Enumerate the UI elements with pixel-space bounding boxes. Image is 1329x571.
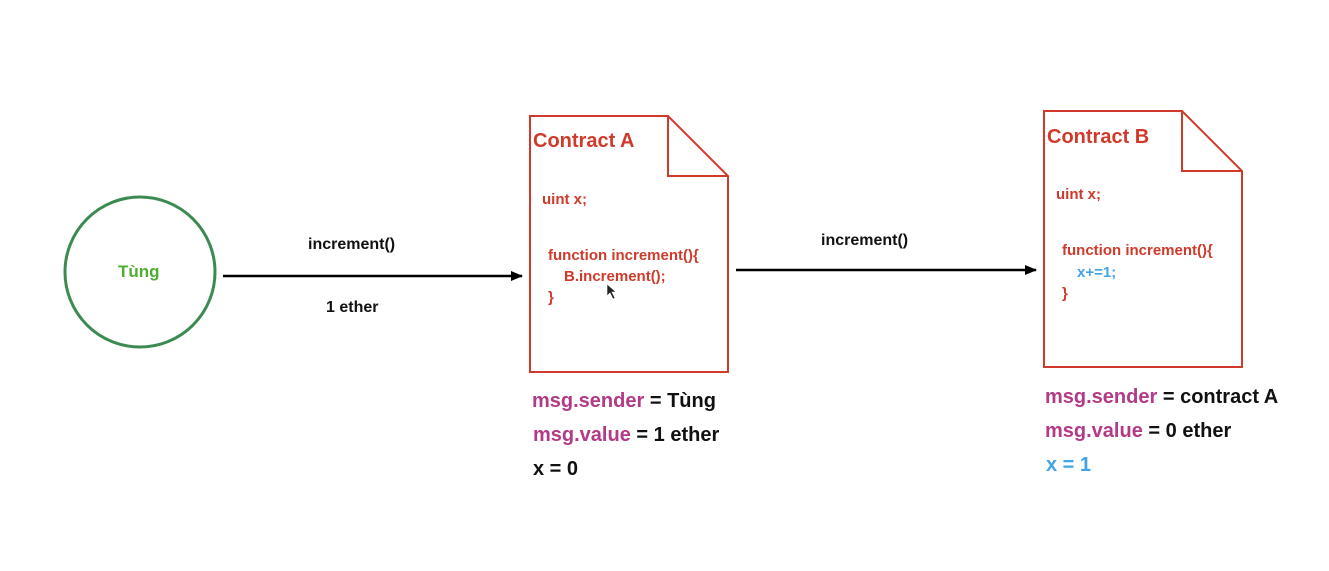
equals-sign: = bbox=[1162, 386, 1175, 408]
contract-b-title: Contract B bbox=[1047, 126, 1150, 148]
contract-b-state: x = 1 bbox=[1046, 454, 1092, 476]
contract-a-state: x = 0 bbox=[533, 458, 579, 480]
arrow-1-value-label: 1 ether bbox=[326, 299, 379, 316]
msg-value-value: 1 ether bbox=[653, 424, 720, 446]
contract-a-value-row: msg.value = 1 ether bbox=[533, 424, 719, 447]
msg-value-value: 0 ether bbox=[1165, 420, 1232, 442]
contract-b-document-icon[interactable] bbox=[1043, 110, 1243, 368]
contract-b-code-line-1: uint x; bbox=[1056, 186, 1101, 203]
actor-name: Tùng bbox=[118, 262, 160, 281]
arrow-1-function-label: increment() bbox=[308, 236, 396, 253]
mouse-cursor-icon bbox=[606, 283, 617, 300]
contract-a-code-line-1: uint x; bbox=[542, 191, 587, 208]
contract-b-code-line-2: function increment(){ bbox=[1062, 242, 1213, 259]
contract-a-document-icon[interactable] bbox=[529, 115, 729, 373]
msg-sender-key: msg.sender bbox=[532, 390, 645, 412]
msg-sender-value: contract A bbox=[1180, 386, 1279, 408]
arrow-2-function-label: increment() bbox=[821, 232, 909, 249]
contract-a-sender-row: msg.sender = Tùng bbox=[532, 390, 716, 413]
msg-value-key: msg.value bbox=[533, 424, 631, 446]
equals-sign: = bbox=[1148, 420, 1161, 442]
contract-a-code-line-3: B.increment(); bbox=[564, 268, 666, 285]
equals-sign: = bbox=[636, 424, 649, 446]
contract-a-code-line-2: function increment(){ bbox=[548, 247, 699, 264]
contract-a-code-line-4: } bbox=[548, 289, 554, 306]
actor-circle[interactable] bbox=[63, 195, 217, 349]
msg-value-key: msg.value bbox=[1045, 420, 1143, 442]
msg-sender-key: msg.sender bbox=[1045, 386, 1158, 408]
contract-a-title: Contract A bbox=[533, 130, 635, 152]
equals-sign: = bbox=[649, 390, 662, 412]
contract-b-sender-row: msg.sender = contract A bbox=[1045, 386, 1278, 409]
contract-b-code-line-4: } bbox=[1062, 285, 1068, 302]
msg-sender-value: Tùng bbox=[667, 390, 716, 412]
contract-b-value-row: msg.value = 0 ether bbox=[1045, 420, 1231, 443]
contract-b-code-line-3: x+=1; bbox=[1077, 264, 1117, 281]
